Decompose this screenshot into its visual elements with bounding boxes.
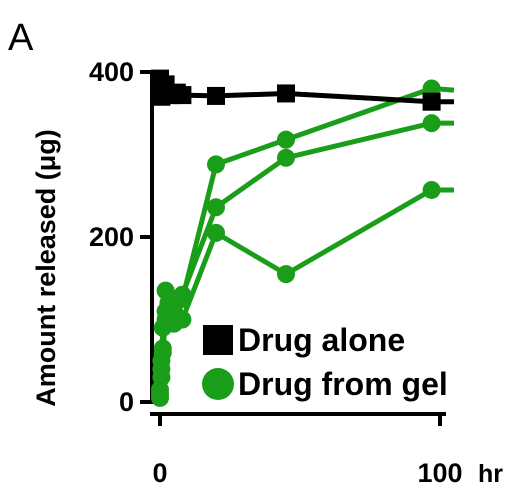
- y-axis-title-group: Amount released (μg): [31, 129, 61, 407]
- series-0-point-9: [422, 92, 441, 111]
- series-3-point-6: [173, 310, 192, 329]
- series-2: [151, 114, 454, 403]
- x-unit-label: hr: [478, 460, 503, 488]
- y-axis-title: Amount released (μg): [31, 129, 61, 407]
- y-tick-label-1: 200: [89, 222, 134, 252]
- series-0-point-6: [173, 86, 192, 105]
- series-1-point-7: [207, 155, 225, 174]
- series-0: [151, 69, 454, 111]
- series-0-point-8: [277, 84, 295, 103]
- legend-swatch-1: [202, 368, 234, 400]
- y-tick-label-0: 0: [119, 387, 134, 417]
- legend-label-1: Drug from gel: [238, 366, 448, 402]
- panel-label: A: [8, 17, 34, 59]
- series-1-point-8: [277, 130, 295, 149]
- series-2-point-8: [277, 148, 295, 167]
- series-2-point-7: [207, 198, 225, 217]
- series-3: [151, 180, 454, 399]
- y-tick-label-2: 400: [89, 57, 134, 87]
- series-3-point-7: [207, 223, 225, 242]
- legend-swatch-0: [203, 325, 233, 355]
- series-0-line: [157, 78, 454, 105]
- series-layer: [151, 69, 455, 407]
- series-0-point-7: [207, 86, 225, 105]
- series-3-point-8: [277, 265, 295, 284]
- x-tick-label-1: 100: [417, 458, 462, 488]
- x-tick-label-0: 0: [152, 458, 167, 488]
- series-3-point-9: [422, 180, 441, 199]
- series-2-point-9: [422, 114, 441, 133]
- series-3-point-1: [152, 351, 171, 370]
- axes: 0 200 400 0 100 hr: [89, 57, 503, 488]
- series-2-point-6: [173, 285, 192, 304]
- legend-label-0: Drug alone: [238, 322, 405, 358]
- series-3-point-0: [151, 380, 169, 399]
- series-3-point-3: [156, 281, 175, 300]
